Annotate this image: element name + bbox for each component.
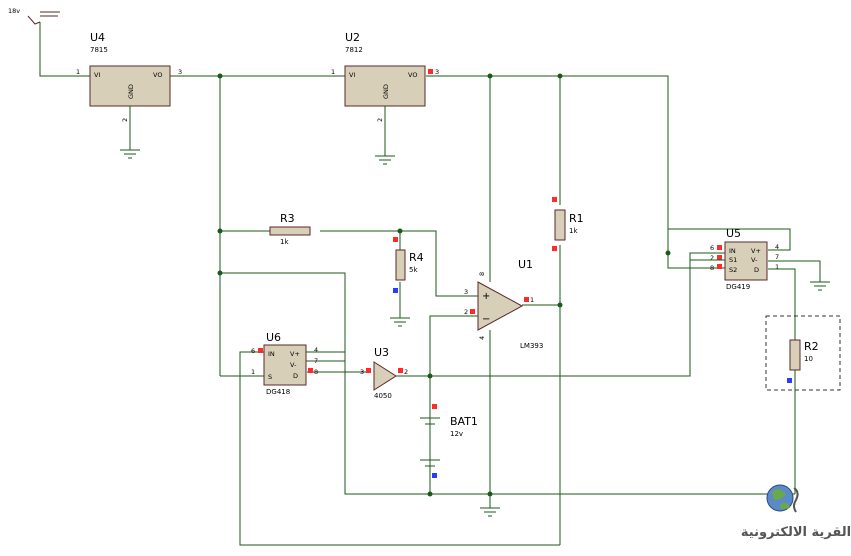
r4-value: 5k xyxy=(409,266,418,274)
u6-ref: U6 xyxy=(266,331,281,344)
u6-pin-s: 1 xyxy=(251,368,255,376)
switch-u6[interactable]: U6 DG418 IN S V+ V- D 6 1 4 7 8 xyxy=(251,331,345,396)
r2-ref: R2 xyxy=(804,340,819,353)
u4-vo: VO xyxy=(153,71,162,79)
u6-in: IN xyxy=(268,350,275,358)
u5-pin-s1: 2 xyxy=(710,254,714,262)
u2-vo: VO xyxy=(408,71,417,79)
ground-symbol xyxy=(480,494,500,517)
u1-pin-minus: 2 xyxy=(464,308,468,316)
u5-s1: S1 xyxy=(729,256,737,264)
battery-bat1[interactable]: BAT1 12v xyxy=(420,376,478,478)
u6-vp: V+ xyxy=(290,350,300,358)
u5-pin-in: 6 xyxy=(710,244,714,252)
u4-pin-gnd: 2 xyxy=(121,118,129,122)
regulator-u4[interactable]: U4 7815 VI VO GND 1 3 2 xyxy=(76,31,182,159)
u1-pin-plus: 3 xyxy=(464,288,468,296)
u5-in: IN xyxy=(729,247,736,255)
junctions xyxy=(217,73,671,497)
r3-value: 1k xyxy=(280,238,289,246)
r3-ref: R3 xyxy=(280,212,295,225)
resistor-r3[interactable]: R3 1k xyxy=(269,212,311,246)
r1-ref: R1 xyxy=(569,212,584,225)
u6-value: DG418 xyxy=(266,388,290,396)
u5-s2: S2 xyxy=(729,266,737,274)
u1-value: LM393 xyxy=(520,342,543,350)
u2-pin-gnd: 2 xyxy=(376,118,384,122)
u4-pin-out: 3 xyxy=(178,68,182,76)
watermark-logo: القرية الالكترونية xyxy=(741,484,851,540)
u3-value: 4050 xyxy=(374,392,392,400)
u1-pin-vp: 8 xyxy=(478,272,486,276)
u4-ref: U4 xyxy=(90,31,105,44)
u5-vm: V- xyxy=(751,256,758,264)
u1-minus: − xyxy=(482,314,490,325)
r1-value: 1k xyxy=(569,227,578,235)
u3-pin-out: 2 xyxy=(404,368,408,376)
u1-pin-vm: 4 xyxy=(478,336,486,340)
regulator-u2[interactable]: U2 7812 VI VO GND 1 3 2 xyxy=(331,31,439,165)
u6-pin-vp: 4 xyxy=(314,346,318,354)
u6-vm: V- xyxy=(290,361,297,369)
u5-vp: V+ xyxy=(751,247,761,255)
u2-gnd: GND xyxy=(382,84,390,99)
r2-value: 10 xyxy=(804,355,813,363)
resistor-r1[interactable]: R1 1k xyxy=(552,197,584,251)
u1-plus: + xyxy=(482,291,490,302)
resistor-r2[interactable]: R2 10 xyxy=(765,315,841,391)
u2-vi: VI xyxy=(349,71,355,79)
supply-label: 18v xyxy=(8,7,20,15)
u5-pin-s2: 8 xyxy=(710,264,714,272)
comparator-u1[interactable]: U1 LM393 + − 3 2 1 8 4 xyxy=(464,258,543,350)
u4-vi: VI xyxy=(94,71,100,79)
u2-pin-in: 1 xyxy=(331,68,335,76)
u5-pin-vp: 4 xyxy=(775,243,779,251)
watermark-text: القرية الالكترونية xyxy=(741,525,851,540)
u3-ref: U3 xyxy=(374,346,389,359)
u6-s: S xyxy=(268,373,272,381)
bat1-value: 12v xyxy=(450,430,463,438)
u5-pin-d: 1 xyxy=(775,263,779,271)
buffer-u3[interactable]: U3 4050 3 2 xyxy=(360,346,408,400)
supply-source[interactable]: 18v xyxy=(8,7,60,25)
u6-pin-in: 6 xyxy=(251,347,255,355)
resistor-r4[interactable]: R4 5k xyxy=(390,237,424,327)
u4-value: 7815 xyxy=(90,46,108,54)
u2-pin-out: 3 xyxy=(435,68,439,76)
u5-ref: U5 xyxy=(726,227,741,240)
u4-pin-in: 1 xyxy=(76,68,80,76)
u4-gnd: GND xyxy=(127,84,135,99)
u5-value: DG419 xyxy=(726,283,750,291)
u5-d: D xyxy=(754,266,759,274)
u5-pin-vm: 7 xyxy=(775,253,779,261)
r4-ref: R4 xyxy=(409,251,424,264)
u2-ref: U2 xyxy=(345,31,360,44)
u2-value: 7812 xyxy=(345,46,363,54)
switch-u5[interactable]: U5 DG419 IN S1 S2 V+ V- D 6 2 8 4 7 1 xyxy=(690,227,830,291)
u6-d: D xyxy=(293,372,298,380)
bat1-ref: BAT1 xyxy=(450,415,478,428)
u1-pin-out: 1 xyxy=(530,296,534,304)
u1-ref: U1 xyxy=(518,258,533,271)
u3-pin-in: 3 xyxy=(360,368,364,376)
u6-pin-d: 8 xyxy=(314,368,318,376)
